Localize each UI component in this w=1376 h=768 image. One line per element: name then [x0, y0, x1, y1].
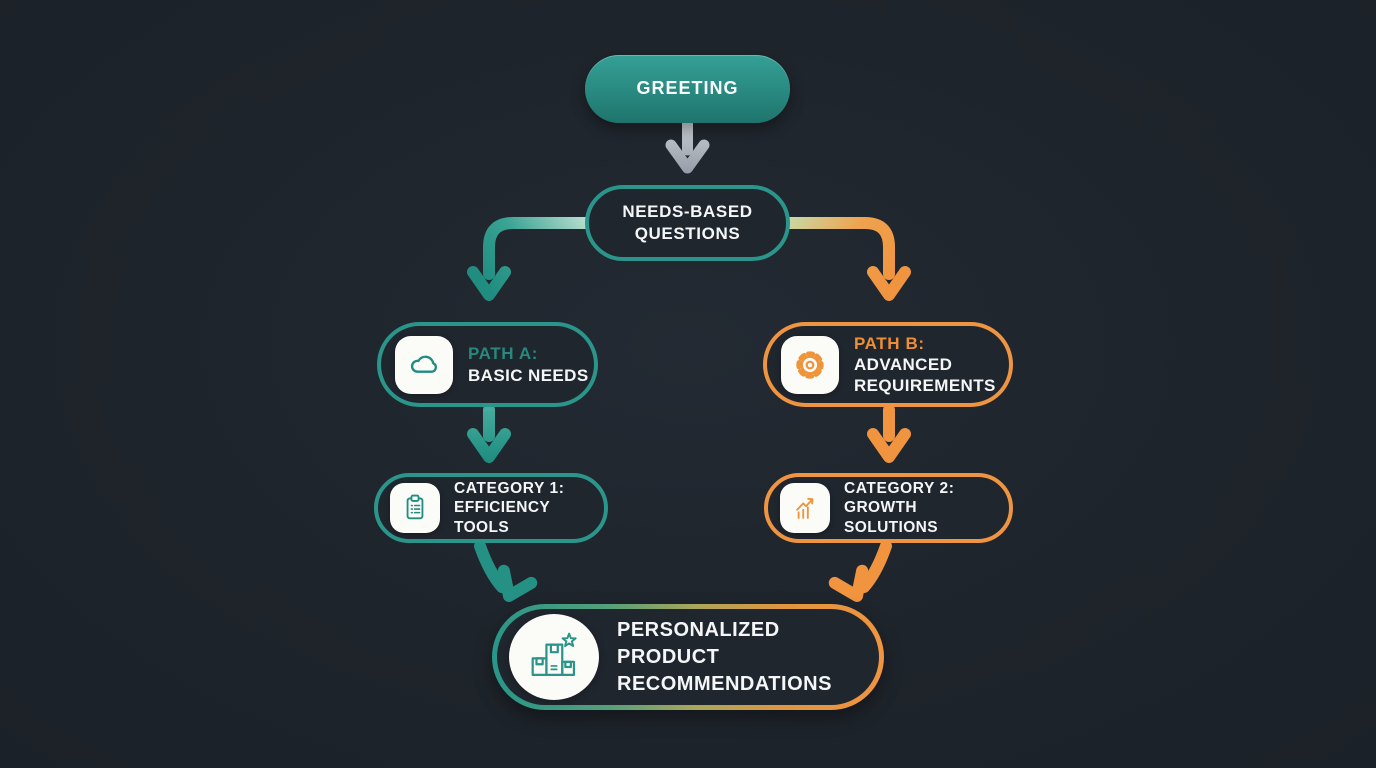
node-needs-based-questions: NEEDS-BASED QUESTIONS	[585, 185, 790, 261]
node-greeting: GREETING	[585, 55, 790, 123]
arrow-greeting-to-needs	[665, 117, 710, 174]
packages-star-icon	[509, 614, 599, 700]
path-a-subtitle: BASIC NEEDS	[468, 365, 589, 385]
node-category-1: CATEGORY 1: EFFICIENCY TOOLS	[374, 473, 608, 543]
arrow-path-a-to-category-1	[467, 404, 511, 463]
cloud-icon	[395, 335, 453, 394]
node-path-b: PATH B: ADVANCED REQUIREMENTS	[763, 322, 1013, 407]
node-category-2: CATEGORY 2: GROWTH SOLUTIONS	[764, 473, 1013, 543]
arrow-category-2-to-recommendations	[828, 540, 892, 602]
category-2-title: CATEGORY 2:	[844, 479, 955, 497]
path-b-subtitle: ADVANCED REQUIREMENTS	[854, 354, 996, 396]
path-b-title: PATH B:	[854, 333, 925, 353]
arrow-needs-to-path-a	[467, 217, 592, 301]
needs-label-line2: QUESTIONS	[634, 224, 741, 243]
recommendations-label: PERSONALIZED PRODUCT RECOMMENDATIONS	[617, 617, 879, 698]
chart-growth-icon	[780, 483, 830, 533]
gear-icon	[781, 335, 839, 394]
node-recommendations: PERSONALIZED PRODUCT RECOMMENDATIONS	[492, 604, 884, 710]
needs-label-line1: NEEDS-BASED	[622, 201, 753, 221]
clipboard-icon	[390, 483, 440, 533]
recommendations-label-line2: RECOMMENDATIONS	[617, 672, 832, 695]
recommendations-label-line1: PERSONALIZED PRODUCT	[617, 618, 780, 668]
category-1-title: CATEGORY 1:	[454, 479, 565, 497]
greeting-label: GREETING	[636, 78, 739, 99]
category-2-subtitle: GROWTH SOLUTIONS	[844, 499, 939, 536]
needs-label: NEEDS-BASED QUESTIONS	[622, 201, 752, 245]
arrow-category-1-to-recommendations	[474, 540, 538, 602]
arrow-path-b-to-category-2	[867, 404, 911, 463]
path-a-title: PATH A:	[468, 344, 538, 364]
node-path-a: PATH A: BASIC NEEDS	[377, 322, 598, 407]
arrow-needs-to-path-b	[783, 217, 911, 301]
category-1-subtitle: EFFICIENCY TOOLS	[454, 499, 550, 536]
